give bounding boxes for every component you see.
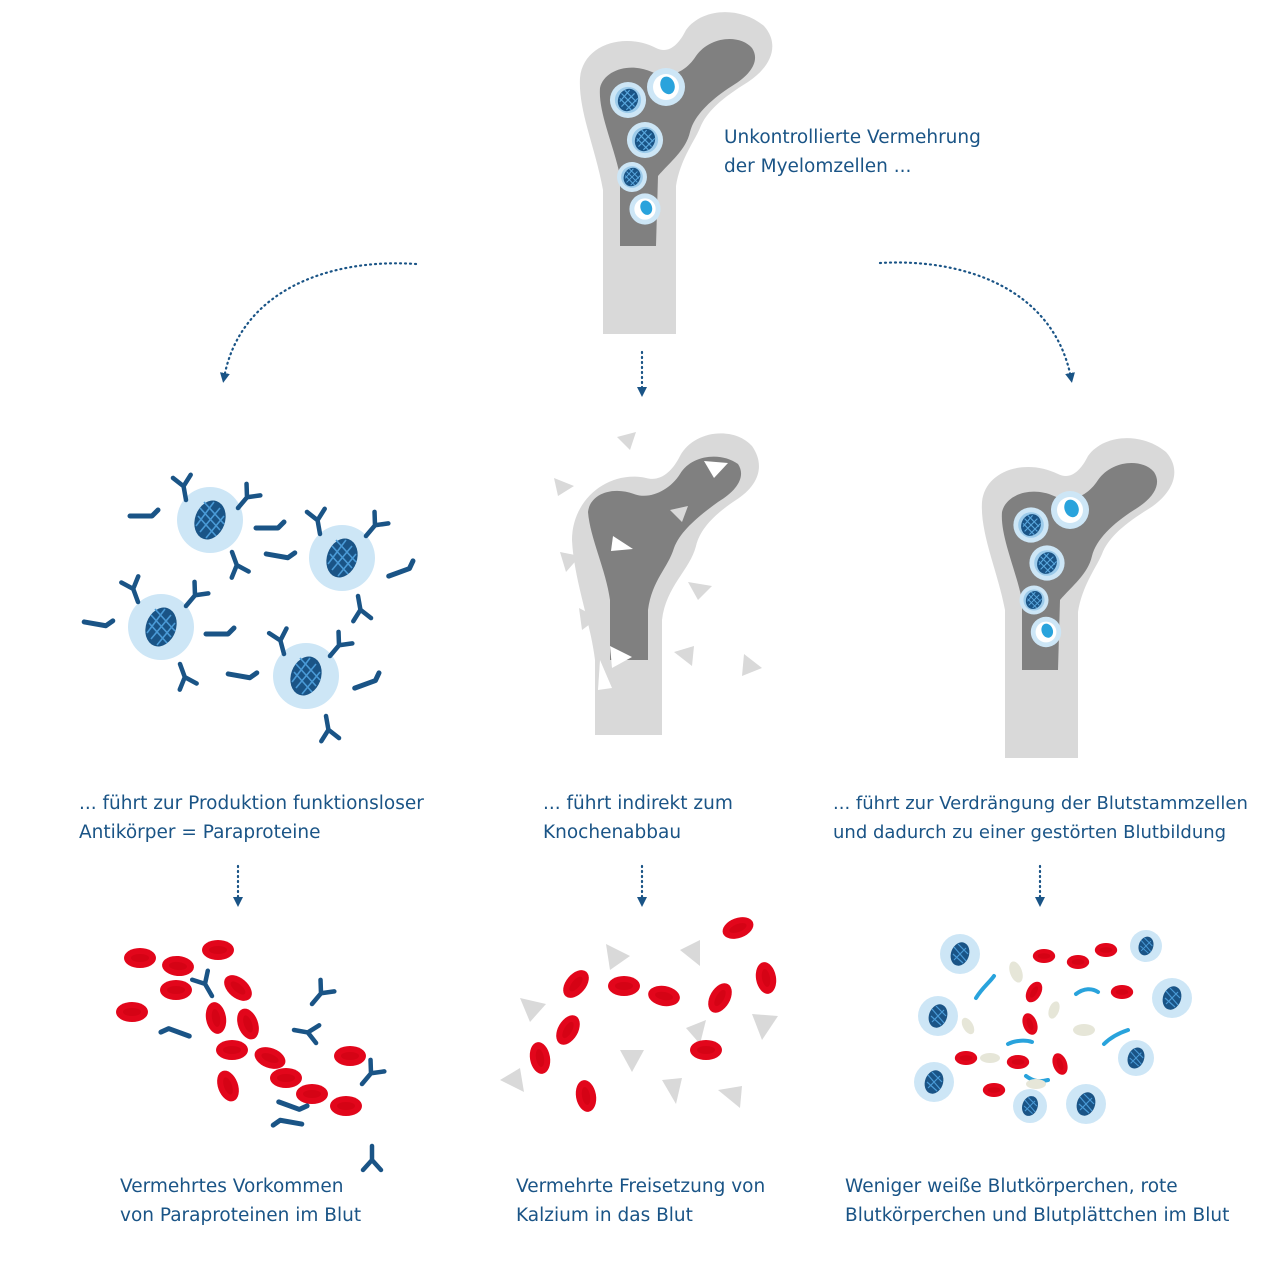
caption-bone-line-1: ... führt indirekt zum [543,793,733,814]
antibody-icon [84,475,415,741]
result-bone-line-1: Vermehrte Freisetzung von [516,1176,766,1197]
caption-bone-line-2: Knochenabbau [543,822,682,843]
caption-antibodies: ... führt zur Produktion funktionsloser … [79,789,424,847]
myeloma-cell-icon [974,974,1130,1084]
result-antibodies: Vermehrtes Vorkommen von Paraproteinen i… [120,1172,361,1230]
caption-blood-line-2: und dadurch zu einer gestörten Blutbildu… [833,822,1227,843]
platelet-icon [961,961,1095,1089]
caption-antibodies-line-2: Antikörper = Paraproteine [79,822,321,843]
intro-caption: Unkontrollierte Vermehrung der Myelomzel… [724,123,981,181]
red-blood-cell-icon [527,913,779,1114]
caption-blood: ... führt zur Verdrängung der Blutstammz… [833,789,1248,847]
result-bone: Vermehrte Freisetzung von Kalzium in das… [516,1172,765,1230]
red-blood-cell-icon [116,940,366,1116]
antibody-icon [161,971,384,1170]
bone-fragment-icon [500,940,778,1108]
bone-fragment-icon [554,432,762,735]
result-blood: Weniger weiße Blutkörperchen, rote Blutk… [845,1172,1229,1230]
result-blood-line-1: Weniger weiße Blutkörperchen, rote [845,1176,1178,1197]
caption-blood-line-1: ... führt zur Verdrängung der Blutstammz… [833,793,1248,814]
result-blood-line-2: Blutkörperchen und Blutplättchen im Blut [845,1205,1230,1226]
result-antibodies-line-2: von Paraproteinen im Blut [120,1205,362,1226]
intro-line-1: Unkontrollierte Vermehrung [724,127,981,148]
caption-antibodies-line-1: ... führt zur Produktion funktionsloser [79,793,424,814]
femur-bone-icon [981,438,1175,758]
result-bone-line-2: Kalzium in das Blut [516,1205,693,1226]
result-antibodies-line-1: Vermehrtes Vorkommen [120,1176,344,1197]
red-blood-cell-icon [954,943,1134,1097]
intro-line-2: der Myelomzellen ... [724,156,912,177]
arrow-down-icon [219,261,1075,907]
caption-bone: ... führt indirekt zum Knochenabbau [543,789,733,847]
